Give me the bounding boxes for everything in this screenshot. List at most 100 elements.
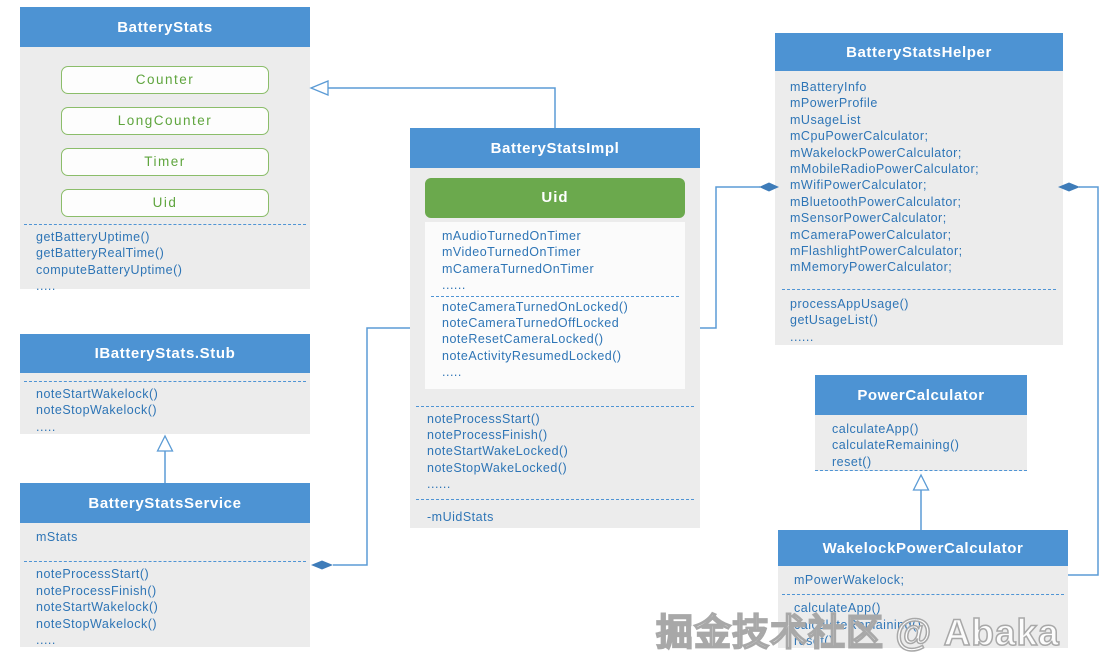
member-line: noteStopWakelock() — [36, 616, 158, 631]
method-list: getBatteryUptime() getBatteryRealTime()co… — [20, 225, 310, 299]
member-line: mPowerProfile — [790, 96, 878, 111]
class-box-battery-stats-helper: BatteryStatsHelper mBatteryInfo mPowerPro… — [775, 33, 1063, 345]
watermark: 掘金技术社区 @ Abaka — [655, 611, 1060, 654]
member-line: calculateApp() — [832, 422, 919, 436]
class-box-wakelock-power-calculator: WakelockPowerCalculator mPowerWakelock; … — [778, 530, 1068, 648]
inner-class-uid: Uid — [61, 189, 269, 217]
member-line: ..... — [36, 419, 56, 434]
member-line: noteStartWakeLocked() — [427, 444, 569, 459]
section-divider — [24, 224, 306, 225]
member-line: reset() — [832, 454, 872, 469]
member-line: mFlashlightPowerCalculator; — [790, 244, 963, 259]
member-line: -mUidStats — [427, 509, 494, 524]
member-line: noteResetCameraLocked() — [442, 332, 604, 347]
class-box-power-calculator: PowerCalculator calculateApp() calculateR… — [815, 375, 1027, 471]
member-line: getBatteryRealTime() — [36, 246, 165, 261]
inner-class-timer: Timer — [61, 148, 269, 176]
section-divider — [782, 594, 1064, 596]
member-line: noteStartWakelock() — [36, 387, 159, 401]
member-line: mVideoTurnedOnTimer — [442, 245, 581, 260]
method-list: noteProcessStart()noteProcessFinish() not… — [20, 562, 310, 652]
member-line: ..... — [36, 633, 56, 648]
inner-class-list: Counter LongCounter Timer Uid — [20, 47, 310, 217]
edge-impl-extends-stats — [328, 87, 556, 128]
class-title-battery-stats-service: BatteryStatsService — [20, 483, 310, 523]
edge-impl-to-helper — [700, 186, 760, 329]
member-line: noteCameraTurnedOnLocked() — [442, 299, 629, 314]
member-line: noteProcessFinish() — [36, 583, 157, 598]
member-line: computeBatteryUptime() — [36, 262, 183, 277]
section-divider — [431, 295, 679, 297]
section-divider — [416, 498, 694, 500]
class-title-battery-stats: BatteryStats — [20, 7, 310, 47]
member-line: getBatteryUptime() — [36, 230, 150, 244]
aggregation-diamond-icon — [311, 560, 333, 570]
section-divider — [416, 405, 694, 407]
member-line: calculateRemaining() — [832, 438, 960, 453]
member-line: processAppUsage() — [790, 296, 909, 311]
member-line: noteProcessStart() — [36, 567, 150, 582]
class-box-battery-stats: BatteryStats Counter LongCounter Timer U… — [20, 7, 310, 293]
member-line: mMobileRadioPowerCalculator; — [790, 162, 980, 177]
class-box-battery-stats-service: BatteryStatsService mStats noteProcessSt… — [20, 483, 310, 647]
member-line: noteStopWakelock() — [36, 403, 158, 418]
field-list: -mUidStats — [410, 500, 700, 534]
generalization-arrow-icon — [309, 80, 329, 96]
class-title-power-calculator: PowerCalculator — [815, 375, 1027, 415]
member-line: mStats — [36, 530, 78, 544]
member-line: noteActivityResumedLocked() — [442, 348, 622, 363]
member-line: mUsageList — [790, 112, 861, 127]
attribute-list: mPowerWakelock; — [778, 566, 1068, 588]
member-line: mAudioTurnedOnTimer — [442, 229, 582, 243]
member-line: ..... — [442, 365, 462, 380]
member-line: mCpuPowerCalculator; — [790, 129, 929, 144]
method-list: noteStartWakelock() noteStopWakelock()...… — [20, 382, 310, 439]
class-title-wakelock-power-calculator: WakelockPowerCalculator — [778, 530, 1068, 566]
edge-impl-to-service — [333, 327, 410, 566]
attribute-list: mStats — [20, 523, 310, 545]
class-title-battery-stats-impl: BatteryStatsImpl — [410, 128, 700, 168]
member-line: noteStartWakelock() — [36, 600, 159, 615]
generalization-arrow-icon — [912, 473, 930, 491]
inner-class-uid-header: Uid — [425, 178, 685, 218]
member-line: mPowerWakelock; — [794, 573, 905, 587]
member-line: getUsageList() — [790, 313, 879, 328]
class-box-battery-stats-impl: BatteryStatsImpl Uid mAudioTurnedOnTimer… — [410, 128, 700, 528]
member-line: ..... — [36, 279, 56, 294]
class-box-ibattery-stats-stub: IBatteryStats.Stub noteStartWakelock() no… — [20, 334, 310, 434]
member-line: mCameraTurnedOnTimer — [442, 261, 595, 276]
member-line: mCameraPowerCalculator; — [790, 227, 952, 242]
member-line: mWakelockPowerCalculator; — [790, 145, 962, 160]
member-line: calculateApp() — [794, 601, 881, 616]
edge-wakelock-to-helper — [1068, 186, 1099, 576]
section-divider — [782, 288, 1056, 290]
section-divider — [24, 561, 306, 563]
member-line: noteCameraTurnedOffLocked — [442, 316, 620, 331]
member-line: ...... — [790, 329, 814, 344]
member-line: reset() — [794, 634, 834, 649]
member-line: noteStopWakeLocked() — [427, 460, 568, 475]
method-list: processAppUsage() getUsageList()...... — [775, 290, 1063, 351]
member-line: mSensorPowerCalculator; — [790, 211, 947, 226]
class-title-battery-stats-helper: BatteryStatsHelper — [775, 33, 1063, 71]
section-divider — [24, 381, 306, 382]
method-list: noteProcessStart()noteProcessFinish()not… — [410, 407, 700, 497]
member-line: ...... — [442, 278, 466, 293]
inner-class-counter: Counter — [61, 66, 269, 94]
member-line: mBatteryInfo — [790, 80, 867, 94]
member-line: noteProcessFinish() — [427, 428, 548, 443]
class-title-ibattery-stats-stub: IBatteryStats.Stub — [20, 334, 310, 373]
member-line: ...... — [427, 477, 451, 492]
member-line: mBluetoothPowerCalculator; — [790, 194, 962, 209]
member-line: calculateRemaining() — [794, 617, 922, 632]
member-line: noteProcessStart() — [427, 411, 541, 426]
member-line: mMemoryPowerCalculator; — [790, 260, 953, 275]
uid-method-list: noteCameraTurnedOnLocked() noteCameraTurn… — [425, 299, 685, 381]
method-list: calculateApp()calculateRemaining() reset(… — [778, 595, 1068, 654]
inner-class-longcounter: LongCounter — [61, 107, 269, 135]
member-line: mWifiPowerCalculator; — [790, 178, 927, 193]
